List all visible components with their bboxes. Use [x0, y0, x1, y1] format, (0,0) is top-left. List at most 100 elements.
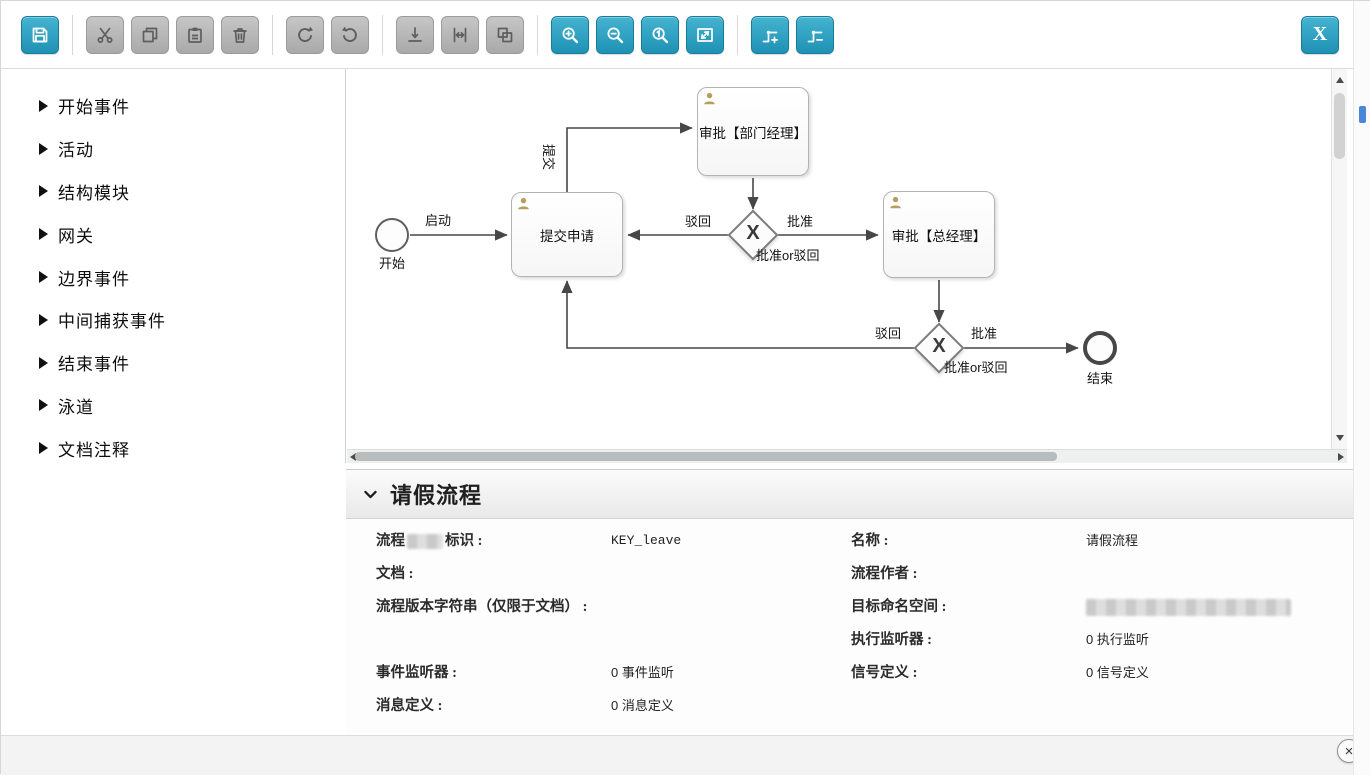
align-horizontal-button[interactable]: [441, 15, 479, 54]
palette-group-start-events[interactable]: 开始事件: [39, 91, 345, 121]
version-string-label: 流程版本字符串（仅限于文档） :: [376, 599, 588, 615]
scroll-up-arrow-icon[interactable]: [1336, 77, 1344, 83]
message-definitions-label: 消息定义 :: [376, 698, 443, 714]
chevron-right-icon: [39, 99, 48, 112]
properties-grid: 流程标识 : KEY_leave 名称 : 请假流程 文档 : 流程作者 : 流…: [346, 519, 1353, 723]
chevron-right-icon: [39, 399, 48, 412]
properties-panel: 请假流程 流程标识 : KEY_leave 名称 : 请假流程 文档 : 流程作…: [346, 469, 1353, 735]
canvas-vertical-scrollbar[interactable]: [1331, 69, 1347, 449]
gateway-x-mark: X: [746, 222, 760, 244]
message-definitions-value[interactable]: 0 消息定义: [611, 698, 674, 713]
gateway-1-caption: 批准or驳回: [756, 248, 820, 263]
palette-group-intermediate-catching-events[interactable]: 中间捕获事件: [39, 305, 345, 335]
palette-group-annotation[interactable]: 文档注释: [39, 433, 345, 463]
save-icon: [32, 27, 48, 42]
toolbar-separator: [382, 14, 383, 55]
signal-definitions-label: 信号定义 :: [851, 665, 918, 681]
zoom-actual-icon: [652, 27, 669, 43]
same-size-icon: [497, 27, 513, 42]
zoom-actual-button[interactable]: [641, 15, 679, 54]
execution-listener-label: 执行监听器 :: [851, 632, 932, 648]
chevron-down-icon: [364, 490, 377, 498]
process-title: 请假流程: [390, 483, 483, 508]
flow-label-reject-1: 驳回: [685, 214, 712, 229]
event-listener-label: 事件监听器 :: [376, 665, 457, 681]
task-label: 审批【部门经理】: [699, 125, 807, 141]
task-approve-general-manager[interactable]: 审批【总经理】: [883, 191, 995, 278]
scrollbar-marker[interactable]: [1359, 106, 1366, 123]
palette-group-gateways[interactable]: 网关: [39, 219, 345, 249]
palette-group-activities[interactable]: 活动: [39, 134, 345, 164]
diagram-canvas[interactable]: 开始 启动 提交申请 提交 审批【部门经理】 X 驳回 批准 批准or驳回 审批…: [347, 69, 1331, 449]
align-vertical-icon: [408, 26, 422, 42]
process-key-value[interactable]: KEY_leave: [611, 533, 682, 548]
horizontal-scroll-thumb[interactable]: [355, 452, 1057, 461]
flow-label-launch: 启动: [425, 213, 452, 228]
redo-button[interactable]: [286, 15, 324, 54]
zoom-in-icon: [562, 27, 579, 43]
add-bendpoint-icon: [762, 30, 778, 43]
palette-group-boundary-events[interactable]: 边界事件: [39, 262, 345, 292]
cut-button[interactable]: [86, 15, 124, 54]
documentation-value[interactable]: [611, 565, 851, 591]
page-right-gutter: [1353, 1, 1370, 775]
task-submit-request[interactable]: 提交申请: [511, 192, 623, 277]
undo-button[interactable]: [331, 15, 369, 54]
properties-header[interactable]: 请假流程: [346, 470, 1353, 519]
delete-button[interactable]: [221, 15, 259, 54]
signal-definitions-value[interactable]: 0 信号定义: [1086, 665, 1149, 680]
canvas-horizontal-scrollbar[interactable]: [347, 449, 1347, 463]
gateway-x-mark: X: [932, 335, 946, 357]
palette-group-swimlanes[interactable]: 泳道: [39, 390, 345, 420]
scroll-left-arrow-icon[interactable]: [350, 453, 356, 461]
redacted-text: [1086, 599, 1291, 617]
name-label: 名称 :: [851, 533, 889, 549]
zoom-out-button[interactable]: [596, 15, 634, 54]
palette-group-label: 结束事件: [58, 355, 130, 375]
chevron-right-icon: [39, 313, 48, 326]
palette-group-end-events[interactable]: 结束事件: [39, 348, 345, 378]
namespace-label: 目标命名空间 :: [851, 599, 947, 615]
author-value[interactable]: [1086, 565, 1343, 591]
trash-icon: [233, 27, 247, 43]
namespace-value[interactable]: [1086, 598, 1343, 624]
vertical-scroll-thumb[interactable]: [1334, 93, 1345, 159]
chevron-right-icon: [39, 228, 48, 241]
same-size-button[interactable]: [486, 15, 524, 54]
event-listener-value[interactable]: 0 事件监听: [611, 665, 674, 680]
paste-button[interactable]: [176, 15, 214, 54]
align-horizontal-icon: [453, 27, 467, 42]
version-string-value[interactable]: [611, 598, 851, 657]
add-bendpoint-button[interactable]: [751, 15, 789, 54]
task-approve-dept-manager[interactable]: 审批【部门经理】: [697, 87, 809, 176]
remove-bendpoint-button[interactable]: [796, 15, 834, 54]
user-task-icon: [518, 197, 529, 210]
sequence-flows: [410, 122, 1079, 354]
copy-button[interactable]: [131, 15, 169, 54]
zoom-out-icon: [607, 27, 624, 43]
toolbar-separator: [72, 14, 73, 55]
palette-group-structural[interactable]: 结构模块: [39, 177, 345, 207]
palette-group-label: 活动: [58, 141, 94, 161]
end-event-node[interactable]: [1083, 331, 1117, 365]
scroll-right-arrow-icon[interactable]: [1338, 453, 1344, 461]
zoom-fit-button[interactable]: [686, 15, 724, 54]
scroll-down-arrow-icon[interactable]: [1336, 435, 1344, 441]
close-icon: ×: [1344, 742, 1354, 760]
zoom-in-button[interactable]: [551, 15, 589, 54]
toolbar-separator: [537, 14, 538, 55]
palette-group-label: 网关: [58, 226, 94, 246]
scissors-icon: [97, 27, 113, 43]
flow-label-approve-2: 批准: [971, 326, 998, 341]
save-button[interactable]: [21, 15, 59, 54]
redacted-text: [407, 534, 443, 550]
copy-icon: [142, 27, 158, 42]
palette-group-label: 泳道: [58, 397, 94, 417]
execution-listener-value[interactable]: 0 执行监听: [1086, 632, 1149, 647]
align-vertical-button[interactable]: [396, 15, 434, 54]
palette-group-label: 边界事件: [58, 269, 130, 289]
close-editor-button[interactable]: X: [1301, 15, 1339, 54]
start-event-node[interactable]: [375, 218, 409, 252]
name-value[interactable]: 请假流程: [1086, 533, 1139, 548]
flow-label-reject-2: 驳回: [875, 326, 902, 341]
